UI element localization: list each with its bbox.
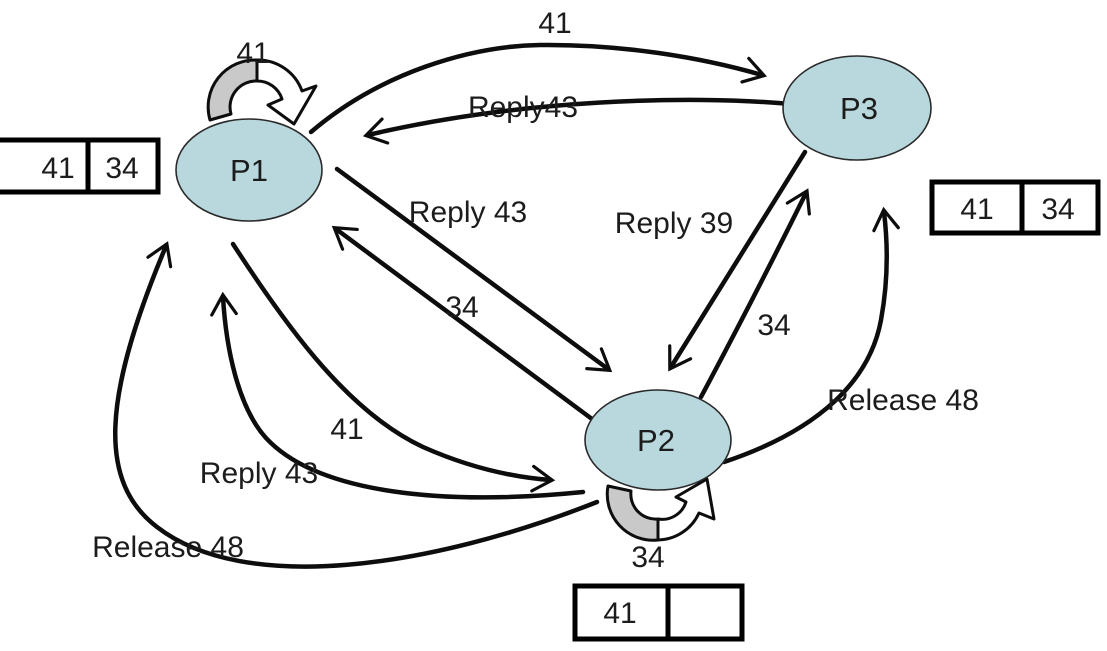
label-p2-to-p1-curve: Reply 43 [200,457,318,490]
label-p1-self-loop: 41 [236,37,269,70]
node-p3-label: P3 [840,91,878,126]
label-p1-to-p2-straight: Reply 43 [409,196,527,229]
p3-queue-cell-1: 34 [1041,193,1074,226]
edge-p3-to-p1-reply [362,97,794,145]
edge-p2-to-p1-reply-curve [210,291,586,500]
edge-p1-to-p3-request [308,42,768,135]
p1-queue-cell-1: 34 [105,152,138,185]
label-p3-to-p1: Reply43 [468,91,578,124]
edge-p1-to-p2-reply [334,166,613,373]
label-p2-self-loop: 34 [631,541,664,574]
edge-p2-release-left [113,241,600,569]
edge-p3-to-p2-reply [668,149,808,372]
node-p1 [175,118,323,222]
p2-self-loop-band-gray [605,484,660,542]
p2-queue-box [572,583,745,642]
p1-self-loop-arrowhead [255,58,318,126]
label-release-left: Release 48 [92,531,244,564]
edge-p2-to-p3-request [698,188,811,400]
label-p1-to-p2-curve: 41 [330,413,363,446]
p1-queue-cell-0: 41 [41,152,74,185]
edge-p2-release-right [721,206,900,465]
label-p2-to-p1-straight: 34 [445,291,478,324]
edge-p2-to-p1-request [331,225,595,422]
label-release-right: Release 48 [827,384,979,417]
label-p3-to-p2: Reply 39 [615,207,733,240]
p1-queue-box [0,137,161,195]
edge-p1-to-p2-request-curve [230,241,556,493]
p2-queue-cell-0: 41 [603,597,636,630]
node-p2-label: P2 [637,423,675,458]
node-p3 [782,55,932,161]
node-p1-label: P1 [230,153,268,188]
node-p2 [584,389,732,491]
p3-queue-box [929,179,1101,236]
label-p1-to-p3: 41 [538,7,571,40]
p2-self-loop-arrowhead [656,477,716,542]
label-p2-to-p3: 34 [757,309,790,342]
p3-queue-cell-0: 41 [960,193,993,226]
